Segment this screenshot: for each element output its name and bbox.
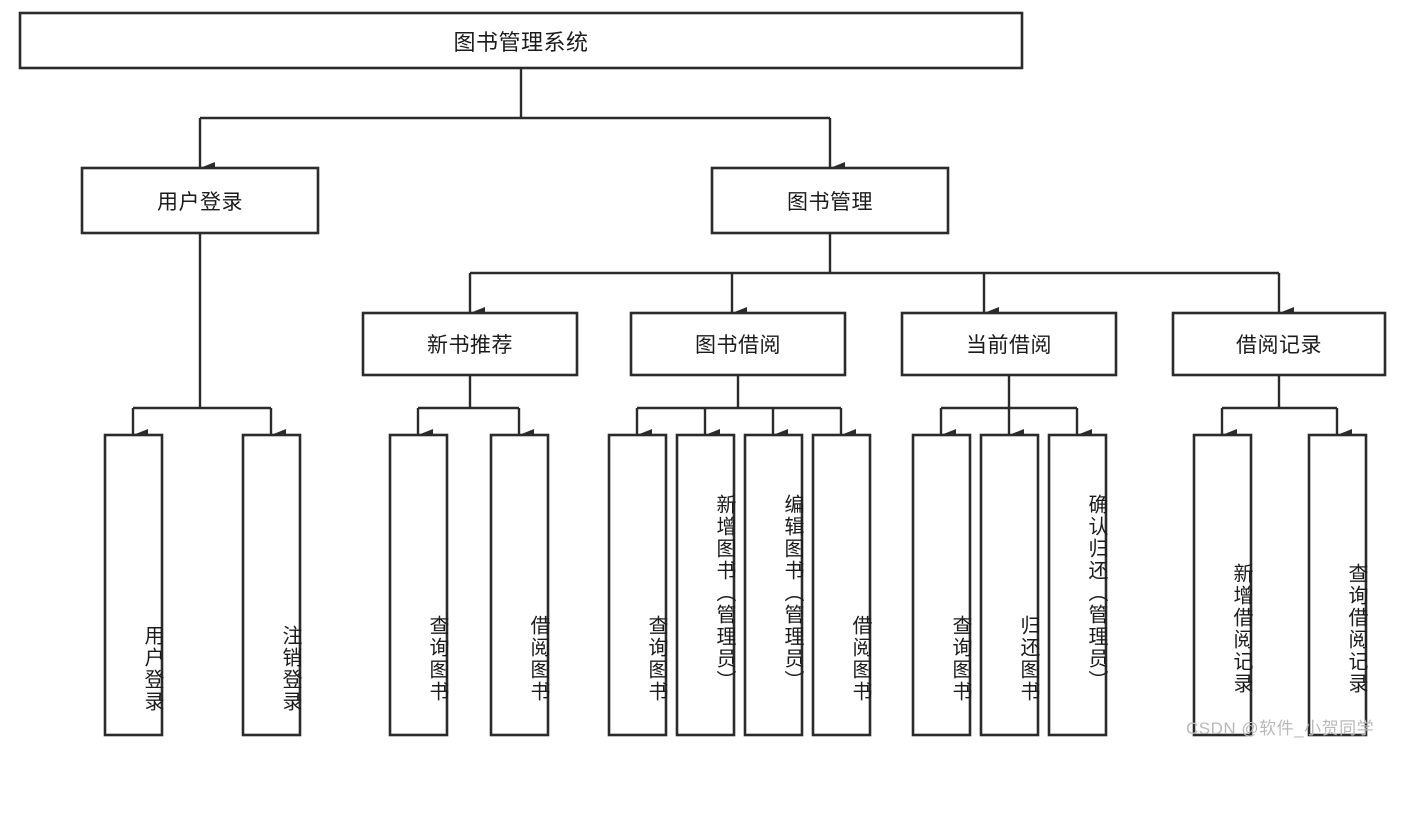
node-box-new-book-recommend[interactable]	[361, 311, 579, 377]
node-box-leaf-query-book-1[interactable]	[388, 433, 449, 737]
diagram-canvas: 图书管理系统 用户登录 图书管理 新书推荐 图书借阅 当前借阅 借阅记录 用户登…	[18, 11, 1387, 738]
node-box-leaf-add-book[interactable]	[675, 433, 736, 737]
node-box-user-login[interactable]	[80, 166, 320, 235]
node-box-leaf-user-login[interactable]	[103, 433, 164, 737]
node-box-root[interactable]	[18, 11, 1024, 70]
node-box-leaf-query-record[interactable]	[1307, 433, 1368, 737]
node-box-book-borrow[interactable]	[629, 311, 847, 377]
node-box-leaf-logout[interactable]	[241, 433, 302, 737]
node-box-borrow-record[interactable]	[1171, 311, 1387, 377]
node-box-leaf-query-book-2[interactable]	[607, 433, 668, 737]
tree-diagram-svg	[18, 11, 1387, 737]
node-box-leaf-borrow-book-2[interactable]	[811, 433, 872, 737]
node-box-leaf-edit-book[interactable]	[743, 433, 804, 737]
node-box-leaf-borrow-book-1[interactable]	[489, 433, 550, 737]
node-box-book-management[interactable]	[710, 166, 950, 235]
node-box-leaf-query-book-3[interactable]	[911, 433, 972, 737]
node-box-current-borrow[interactable]	[900, 311, 1118, 377]
node-box-leaf-confirm-return[interactable]	[1047, 433, 1108, 737]
node-box-leaf-return-book[interactable]	[979, 433, 1040, 737]
node-box-leaf-add-record[interactable]	[1192, 433, 1253, 737]
